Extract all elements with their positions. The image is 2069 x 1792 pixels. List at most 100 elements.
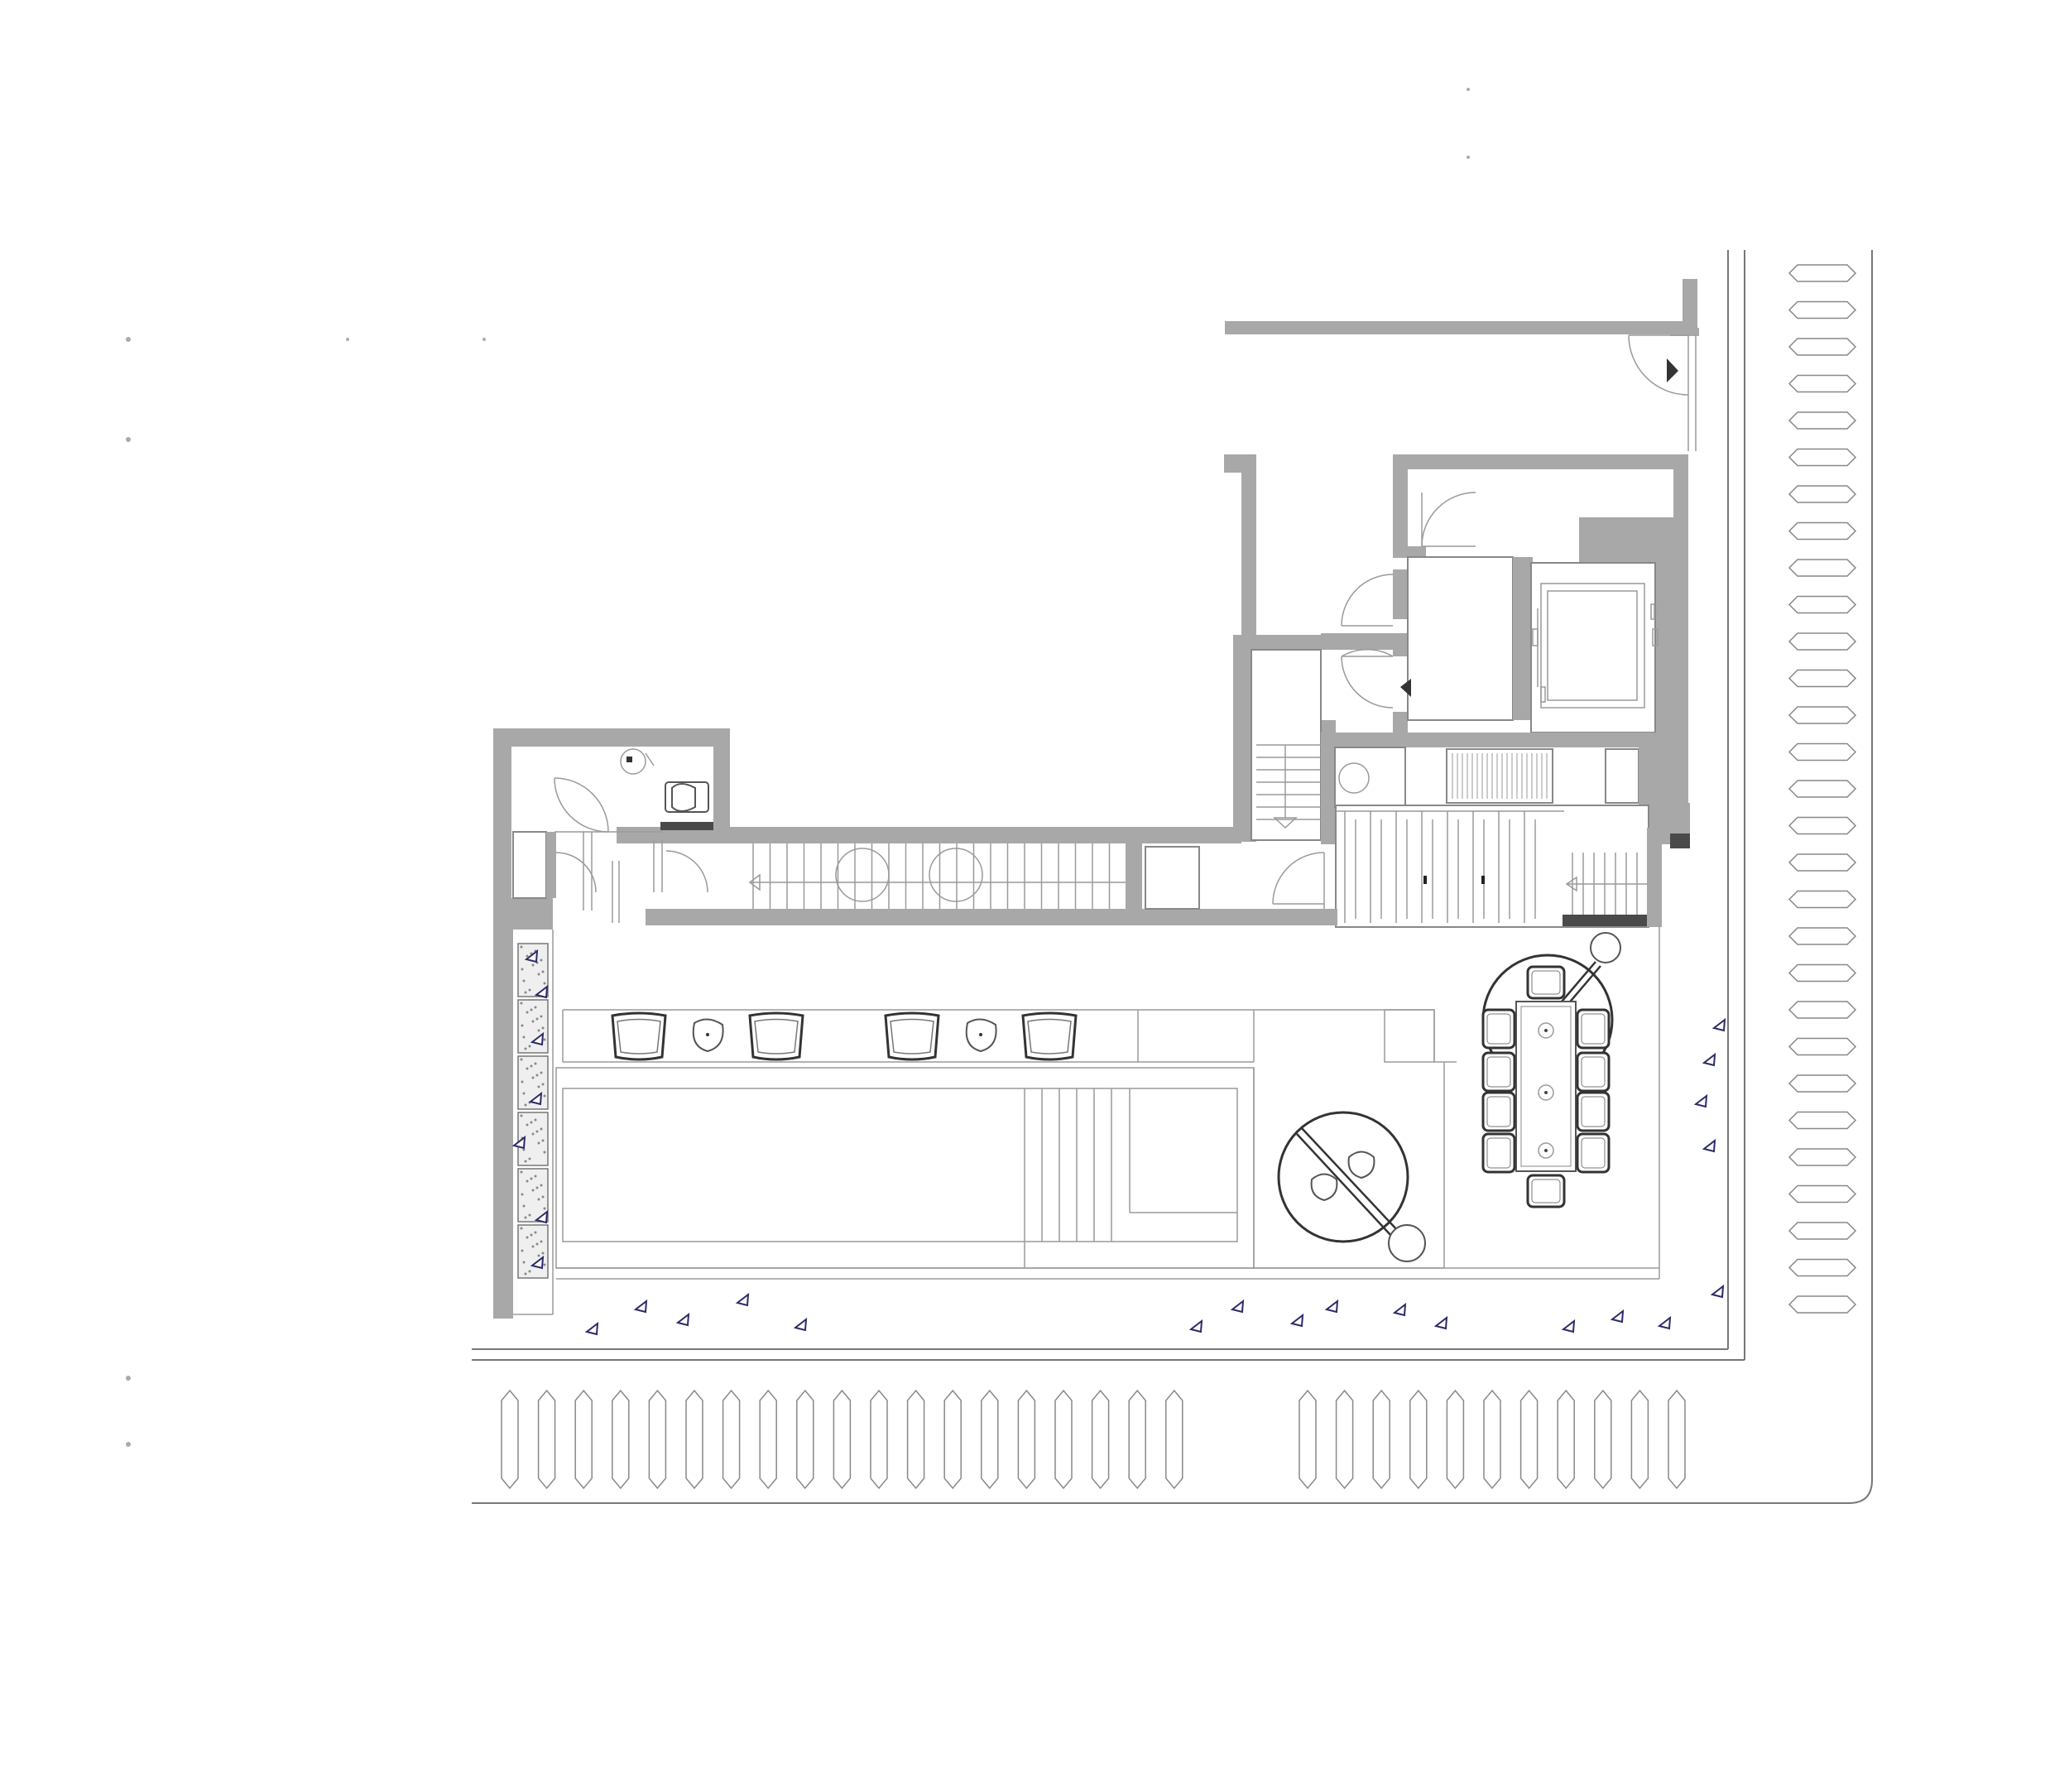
survey-dots [126,88,1470,1447]
lounge-chair-icon [748,1011,804,1061]
parking-bay-icon [759,1389,777,1490]
parking-bay-icon [1788,374,1857,393]
dining-chair-icon [1526,1174,1566,1208]
parking-bay-icon [1409,1389,1428,1490]
pool [555,1067,1255,1269]
parking-bay-icon [574,1389,593,1490]
uplight-icon [534,984,549,999]
uplight-icon [1289,1313,1304,1328]
parking-bay-icon [1788,521,1857,540]
parking-bay-icon [1519,1389,1539,1490]
parking-bay-icon [1788,1184,1857,1203]
lounge-furniture [611,1011,1078,1061]
uplight-icon [1188,1319,1203,1333]
parking-bay-icon [685,1389,703,1490]
parking-bay-icon [1788,669,1857,688]
parking-bay-icon [906,1389,925,1490]
parking-bay-icon [1788,706,1857,724]
uplight-icon [511,1135,526,1150]
parking-bays-bottom [501,1389,1686,1490]
uplight-icon [1610,1309,1625,1324]
uplight-icon [1693,1093,1708,1108]
dining-chair-icon [1481,1132,1516,1174]
uplight-icons [511,949,1726,1336]
entry-walls [1225,279,1699,451]
uplight-icon [1433,1315,1448,1330]
parking-bay-icon [1788,411,1857,430]
parking-bay-icon [1788,742,1857,761]
parking-bay-icon [1788,559,1857,577]
uplight-icon [1392,1302,1407,1317]
dining-chair-icon [1526,965,1566,1000]
parking-bay-icon [1128,1389,1146,1490]
parking-bay-icon [1788,1001,1857,1019]
uplight-icon [1657,1315,1672,1330]
pebble-bed [517,943,549,1279]
parking-bay-icon [1630,1389,1649,1490]
dining-chair-icon [1576,1051,1611,1093]
dining-chair-icon [1576,1008,1611,1050]
parking-bay-icon [1788,448,1857,467]
parking-bay-icon [833,1389,852,1490]
parking-bay-icon [1788,853,1857,872]
parking-bay-icon [796,1389,814,1490]
parking-bay-icon [1788,780,1857,798]
parking-bay-icon [1788,1074,1857,1093]
stair-arrow-icon [1273,817,1298,829]
parking-bay-icon [1483,1389,1501,1490]
uplight-icon [534,1209,549,1224]
uplight-icon [1324,1299,1339,1314]
uplight-icon [1230,1299,1245,1314]
dining-table-icon [1481,965,1611,1208]
parking-bay-icon [1788,890,1857,909]
terrace [555,925,1660,1280]
dining-chair-icon [1576,1132,1611,1174]
parking-bay-icon [1788,1037,1857,1056]
parking-bay-icon [1446,1389,1465,1490]
parking-bay-icon [1372,1389,1390,1490]
garden-wall [493,923,554,1319]
parking-bay-icon [1788,927,1857,945]
uplight-icon [1702,1138,1716,1153]
parking-bay-icon [1788,1295,1857,1314]
parking-bay-icon [537,1389,556,1490]
uplight-icon [675,1312,690,1327]
parking-bay-icon [722,1389,741,1490]
entry-arrow-icon [1667,358,1678,382]
lounge-chair-icon [884,1011,940,1061]
wc-icon [645,752,709,813]
vent-grille [1452,753,1548,799]
uplight-icon [793,1317,808,1332]
uplight-icon [1711,1017,1726,1032]
dining-chair-icon [1481,1008,1516,1050]
uplight-icon [584,1321,599,1336]
door-arrow-icon [1400,679,1411,697]
lounge-chair-icon [611,1011,667,1061]
parking-bay-icon [1557,1389,1575,1490]
parking-bay-icon [1594,1389,1612,1490]
parking-bay-icon [1788,338,1857,356]
parking-bay-icon [1788,816,1857,835]
stair-arrow-icon [748,873,761,891]
uplight-icon [1702,1052,1716,1067]
lounge-chair-icon [1021,1011,1078,1061]
parking-bay-icon [1165,1389,1183,1490]
parking-bay-icon [1788,1111,1857,1130]
service-core [1224,454,1690,928]
uplight-icon [530,1031,545,1046]
parking-bay-icon [1668,1389,1686,1490]
parking-bay-icon [1335,1389,1354,1490]
uplight-icon [1561,1319,1576,1333]
round-table-icon [1277,1111,1426,1262]
parking-bay-icon [501,1389,519,1490]
dining-chair-icon [1481,1091,1516,1132]
parking-bay-icon [1054,1389,1073,1490]
stair-arrow-icon [1565,876,1577,892]
uplight-icon [1710,1284,1725,1299]
parking-bay-icon [1091,1389,1110,1490]
uplight-icon [528,1091,543,1106]
dining-chair-icon [1481,1051,1516,1093]
corridor-stair [750,843,1126,909]
uplight-icon [530,1255,545,1270]
site-boundary [472,250,1873,1504]
